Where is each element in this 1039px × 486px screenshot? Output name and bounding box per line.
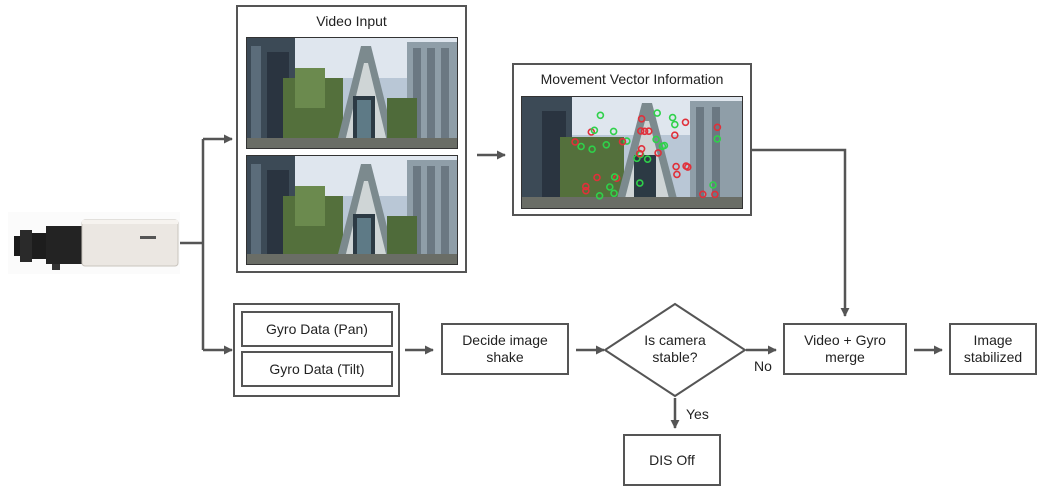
dis-off-label: DIS Off — [649, 451, 695, 468]
no-label: No — [754, 358, 772, 374]
building-photo — [247, 156, 457, 264]
decide-shake-line2: shake — [486, 349, 524, 365]
gyro-tilt-label: Gyro Data (Tilt) — [269, 360, 365, 377]
gyro-pan-box: Gyro Data (Pan) — [241, 311, 393, 347]
decision-diamond — [603, 302, 747, 398]
arrow-vector-to-merge — [752, 148, 850, 317]
video-frame-1 — [246, 37, 458, 149]
merge-line2: merge — [825, 349, 865, 365]
dis-off-box: DIS Off — [623, 434, 721, 486]
gyro-tilt-box: Gyro Data (Tilt) — [241, 351, 393, 387]
video-input-frame: Video Input — [236, 5, 467, 273]
decision-line1: Is camera — [644, 332, 706, 348]
decide-shake-box: Decide image shake — [441, 323, 569, 375]
stabilized-line2: stabilized — [963, 349, 1023, 365]
movement-vector-title: Movement Vector Information — [540, 71, 724, 87]
video-input-title: Video Input — [316, 13, 387, 29]
building-photo — [247, 38, 457, 148]
video-frame-2 — [246, 155, 458, 265]
decision-text: Is camera stable? — [625, 332, 725, 366]
stabilized-line1: Image — [973, 332, 1013, 348]
merge-line1: Video + Gyro — [804, 332, 886, 348]
motion-vector-image — [521, 96, 743, 209]
motion-vector-markers — [571, 109, 722, 200]
yes-label: Yes — [686, 406, 709, 422]
gyro-pan-label: Gyro Data (Pan) — [266, 320, 368, 337]
box-camera-icon — [8, 212, 180, 274]
motion-vector-photo — [522, 97, 742, 208]
movement-vector-frame: Movement Vector Information — [512, 63, 752, 216]
decision-line2: stable? — [652, 349, 698, 365]
camera-image — [8, 212, 180, 274]
stabilized-box: Image stabilized — [949, 323, 1037, 375]
decide-shake-line1: Decide image — [462, 332, 548, 348]
merge-box: Video + Gyro merge — [783, 323, 907, 375]
